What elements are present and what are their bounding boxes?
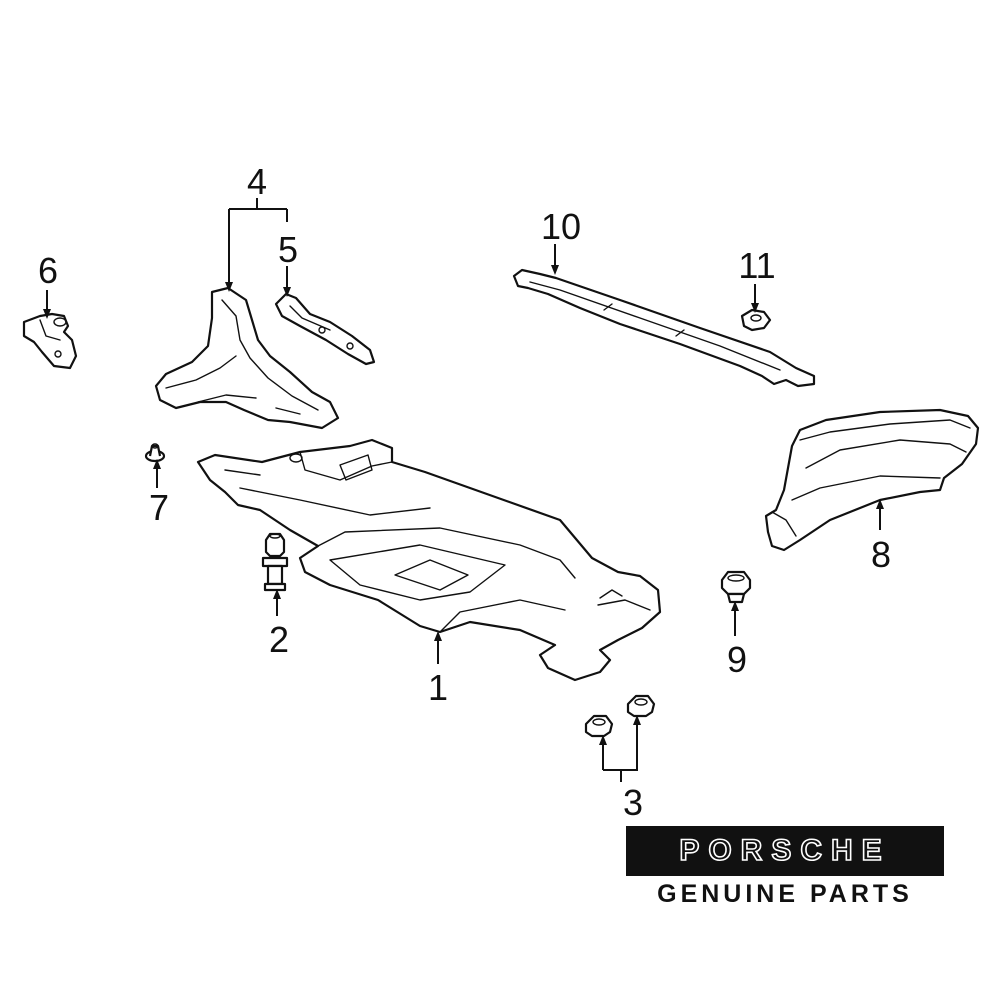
- part-8-housing: [764, 408, 980, 552]
- part-11-clip: [740, 308, 772, 332]
- callout-10: 10: [541, 206, 581, 247]
- part-4-front-shield: [154, 286, 340, 430]
- logo-text: PORSCHE: [679, 834, 890, 867]
- callout-9: 9: [727, 639, 747, 680]
- callout-11: 11: [738, 245, 775, 286]
- callout-5: 5: [278, 229, 298, 270]
- part-9-grommet: [720, 570, 752, 604]
- porsche-wordmark: PORSCHE: [679, 833, 890, 868]
- leader-3b: [603, 715, 641, 771]
- callout-7: 7: [149, 487, 169, 528]
- callout-labels: 1 2 3 4 5 6 7 8 9 10 11: [38, 161, 891, 823]
- part-1-underbody-shield: [196, 438, 662, 682]
- part-7-clip: [144, 443, 166, 463]
- callout-1: 1: [428, 667, 448, 708]
- genuine-parts-tagline: GENUINE PARTS: [657, 880, 913, 908]
- callout-2: 2: [269, 619, 289, 660]
- callout-3: 3: [623, 782, 643, 823]
- callout-8: 8: [871, 534, 891, 575]
- leader-lines: [43, 198, 884, 782]
- callout-6: 6: [38, 250, 58, 291]
- porsche-logo: PORSCHE: [626, 826, 944, 876]
- part-2-stud: [261, 532, 289, 592]
- part-10-bar: [512, 268, 816, 388]
- callout-4: 4: [247, 161, 267, 202]
- part-5-strip: [274, 292, 376, 366]
- part-6-bracket: [22, 312, 78, 370]
- part-3-fasteners: [584, 694, 656, 738]
